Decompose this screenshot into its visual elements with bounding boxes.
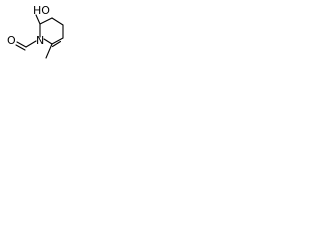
bond-c2-c3	[39, 17, 53, 25]
nitrogen-label: N	[36, 34, 44, 47]
structure-canvas: HO N O	[0, 0, 77, 77]
bond-c6-methyl	[45, 43, 53, 59]
bond-c3-c4	[51, 17, 64, 26]
bond-n-cho	[25, 40, 37, 48]
hydroxyl-label: HO	[33, 4, 50, 17]
bond-c6-n	[43, 38, 53, 45]
bond-c5-c6-double	[51, 40, 62, 48]
bond-c5-c6	[51, 37, 64, 45]
bond-cho-o	[16, 41, 27, 48]
molecule-diagram: HO N O	[7, 4, 64, 59]
carbonyl-oxygen-label: O	[7, 34, 16, 47]
bond-cho-o-double	[15, 44, 26, 51]
bond-c2-oh	[35, 14, 41, 25]
